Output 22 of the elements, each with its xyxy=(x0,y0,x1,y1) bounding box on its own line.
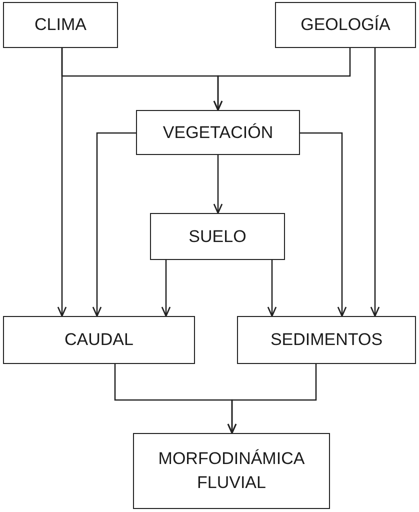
arrow xyxy=(370,48,380,317)
arrow xyxy=(161,260,171,317)
process-box xyxy=(133,433,330,509)
box-label: SEDIMENTOS xyxy=(270,329,383,351)
box-label: GEOLOGÍA xyxy=(300,14,390,36)
process-box xyxy=(136,110,300,155)
arrow xyxy=(213,48,351,111)
arrow xyxy=(227,364,317,434)
process-box xyxy=(3,2,118,48)
box-label: CLIMA xyxy=(34,14,86,36)
box-label: MORFODINÁMICA FLUVIAL xyxy=(157,448,306,494)
arrow xyxy=(213,155,223,214)
box-label: SUELO xyxy=(188,226,246,248)
arrow xyxy=(92,132,136,317)
box-label: CAUDAL xyxy=(64,329,134,351)
arrow xyxy=(267,260,277,317)
process-box xyxy=(237,316,416,364)
box-label: VEGETACIÓN xyxy=(162,122,274,144)
process-box xyxy=(3,316,195,364)
arrow xyxy=(300,132,347,317)
process-box xyxy=(275,2,416,48)
process-box xyxy=(150,213,285,260)
